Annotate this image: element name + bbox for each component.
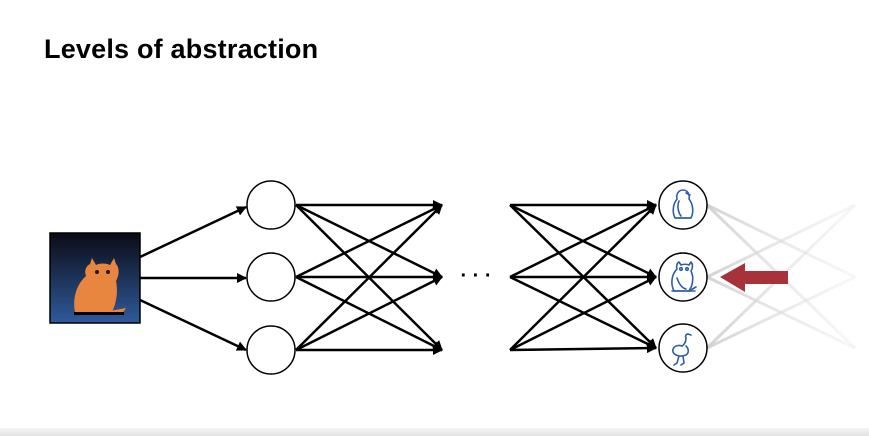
ellipsis-label: · · · (460, 265, 491, 287)
output-connections (509, 200, 657, 354)
input-connections (139, 205, 247, 352)
owl-icon (671, 261, 697, 292)
hidden-node (246, 325, 296, 375)
red-arrow-icon (720, 263, 788, 292)
hidden-node (246, 180, 296, 230)
layer1-connections (295, 200, 443, 355)
output-layer (658, 180, 708, 373)
ostrich-icon (672, 333, 692, 366)
output-node (658, 323, 708, 373)
penguin-icon (672, 189, 694, 219)
slide-title: Levels of abstraction (44, 34, 319, 64)
hidden-layer (246, 180, 296, 375)
output-node (658, 180, 708, 230)
bottom-bar (0, 428, 869, 436)
input-image (49, 232, 141, 324)
hidden-node (246, 252, 296, 302)
output-node (658, 252, 708, 302)
